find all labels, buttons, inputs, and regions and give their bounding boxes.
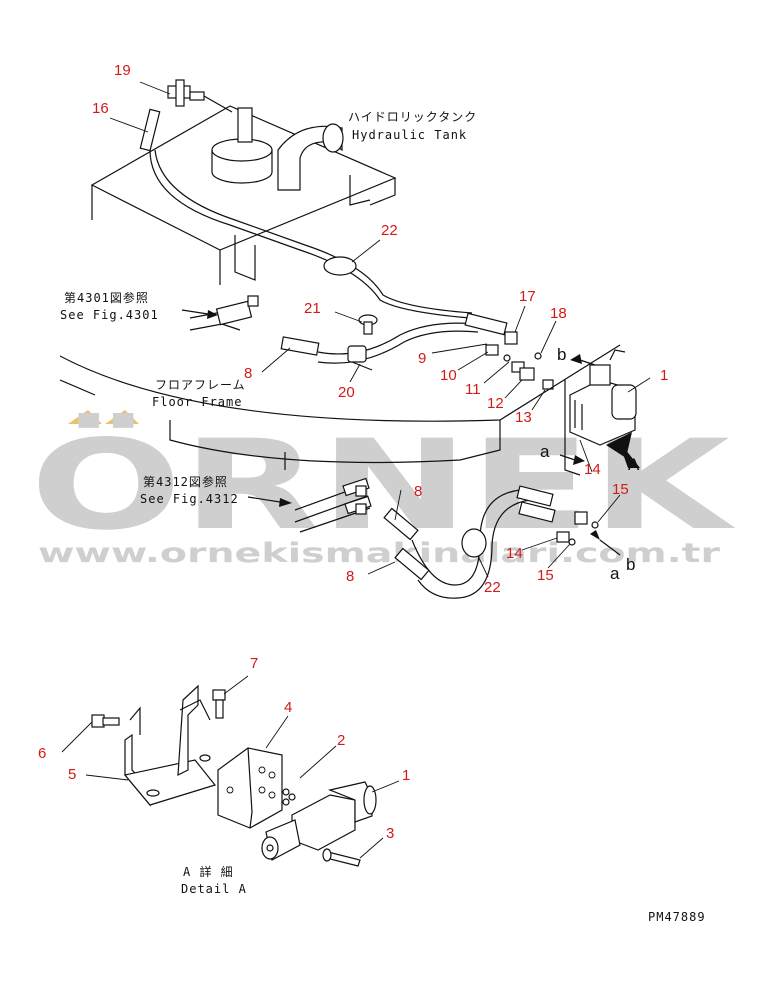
- hydraulic-tank-frame: [90, 105, 397, 285]
- part-number-7: 7: [250, 655, 258, 672]
- part-number-8-lower: 8: [346, 568, 354, 585]
- part-number-8-upper: 8: [244, 365, 252, 382]
- view-letter-b-lower: b: [626, 555, 635, 574]
- part-number-5: 5: [68, 766, 76, 783]
- view-letter-b-upper: b: [557, 345, 566, 364]
- part-number-3: 3: [386, 825, 394, 842]
- clamp-22-upper: [323, 256, 357, 276]
- watermark-accent-right: [105, 410, 139, 424]
- bolt-21: [358, 314, 378, 335]
- part-number-11: 11: [465, 381, 481, 398]
- fittings-9-to-13: [464, 312, 554, 390]
- label-ref4301-jp: 第4301図参照: [64, 290, 149, 305]
- part-number-10: 10: [440, 367, 457, 384]
- floor-frame: [59, 344, 621, 476]
- label-detail-jp: A 詳 細: [183, 864, 234, 879]
- detail-a-assembly: [61, 675, 400, 867]
- part-number-12: 12: [487, 395, 504, 412]
- label-detail-en: Detail A: [181, 882, 247, 896]
- part-number-2: 2: [337, 732, 345, 749]
- watermark-accent-left: [68, 410, 102, 424]
- part-number-13: 13: [515, 409, 532, 426]
- hose-ref-4301: [189, 295, 259, 331]
- part-number-9: 9: [418, 350, 426, 367]
- view-letter-a-lower: a: [610, 564, 620, 583]
- leader-lines: [109, 81, 651, 578]
- view-letters: A a b a b: [540, 345, 640, 583]
- label-tank-jp: ハイドロリックタンク: [348, 110, 477, 124]
- part-number-6: 6: [38, 745, 46, 762]
- view-letter-a-upper: a: [540, 442, 550, 461]
- part-number-16: 16: [92, 100, 109, 117]
- part-number-22-lower: 22: [484, 579, 501, 596]
- part-number-8-mid: 8: [414, 483, 422, 500]
- part-number-20: 20: [338, 384, 355, 401]
- label-floor-jp: フロアフレーム: [155, 378, 246, 392]
- part-number-1-upper: 1: [660, 367, 668, 384]
- part-number-14-upper: 14: [584, 461, 601, 478]
- label-tank-en: Hydraulic Tank: [352, 128, 467, 142]
- label-ref4312-en: See Fig.4312: [140, 492, 239, 506]
- text-labels: ハイドロリックタンク Hydraulic Tank 第4301図参照 See F…: [60, 110, 706, 924]
- part-number-4: 4: [284, 699, 292, 716]
- part-number-15-lower: 15: [537, 567, 554, 584]
- label-floor-en: Floor Frame: [152, 395, 242, 409]
- label-ref4312-jp: 第4312図参照: [143, 474, 228, 489]
- tee-fitting-19: [167, 79, 233, 113]
- part-number-17: 17: [519, 288, 536, 305]
- part-number-21: 21: [304, 300, 321, 317]
- part-number-22-upper: 22: [381, 222, 398, 239]
- part-numbers: 19 16 22 21 8 20 17 18 9 10 11 12 13 1 1…: [38, 62, 668, 842]
- drawing-number: PM47889: [648, 910, 706, 924]
- part-number-18: 18: [550, 305, 567, 322]
- view-arrow-A: [606, 432, 640, 468]
- view-letter-A: A: [628, 455, 640, 474]
- label-ref4301-en: See Fig.4301: [60, 308, 159, 322]
- hose-8-upper: [280, 322, 479, 371]
- hoses-8-lower: [383, 485, 599, 599]
- part-number-19: 19: [114, 62, 131, 79]
- watermark-url: www.ornekismakinalari.com.tr: [38, 538, 721, 569]
- part-number-15-upper: 15: [612, 481, 629, 498]
- part-number-14-lower: 14: [506, 545, 523, 562]
- hoses-ref-4312: [294, 477, 372, 533]
- part-number-1-detail: 1: [402, 767, 410, 784]
- solenoid-valve-upper: [569, 349, 637, 446]
